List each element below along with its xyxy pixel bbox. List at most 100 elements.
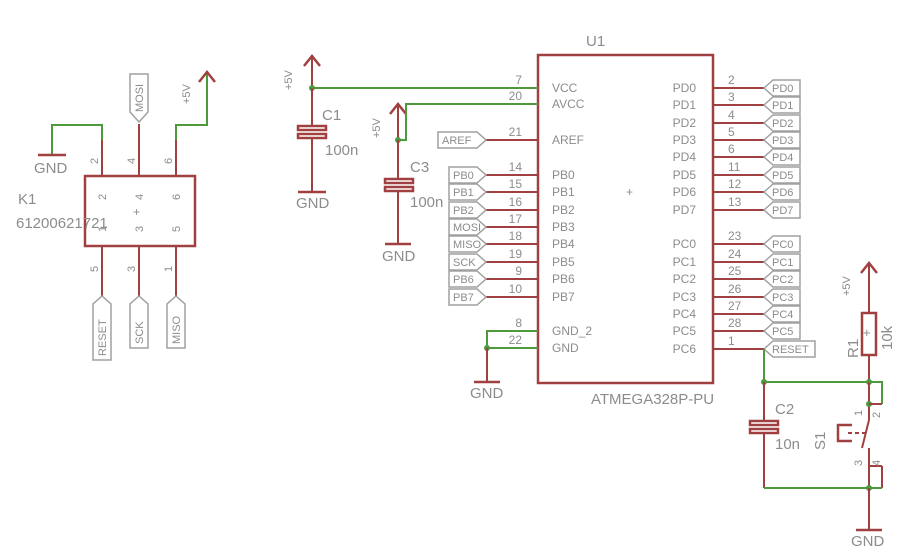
isp-name: K1 <box>18 191 36 208</box>
mcu-gnd-net: GND <box>470 330 538 402</box>
mcu-pin-name-pb7: PB7 <box>552 290 575 304</box>
net-label-pd6: PD6 <box>762 183 801 201</box>
mcu-pin-name-pd4: PD4 <box>673 150 697 164</box>
isp-inner-bottom-1: 1 <box>97 226 109 232</box>
mcu-pin-name-pb4: PB4 <box>552 237 575 251</box>
isp-inner-top-2: 2 <box>97 194 109 200</box>
svg-text:MOSI: MOSI <box>453 222 481 234</box>
svg-text:PD0: PD0 <box>772 83 793 95</box>
isp-inner-bottom-5: 5 <box>171 226 183 232</box>
svg-text:MOSI: MOSI <box>134 84 146 112</box>
c3-plate-bottom <box>383 185 415 193</box>
c1-value: 100n <box>325 142 358 159</box>
mcu-pin-num-12: 12 <box>728 177 742 191</box>
svg-text:PD7: PD7 <box>772 205 793 217</box>
right-net-labels: PD0PD1PD2PD3PD4PD5PD6PD7PC0PC1PC2PC3PC4P… <box>762 79 816 358</box>
net-label-pb2: PB2 <box>448 201 488 219</box>
mcu-pin-num-11: 11 <box>728 160 741 174</box>
mcu-u1: U1 ATMEGA328P-PU + 7VCC20AVCC21AREF14PB0… <box>486 33 764 408</box>
vcc-label-c1: +5V <box>283 69 295 90</box>
net-label-pb7: PB7 <box>448 288 488 306</box>
mcu-pin-name-pc2: PC2 <box>673 272 697 286</box>
c3-plate-top <box>383 177 415 185</box>
svg-text:RESET: RESET <box>97 319 109 356</box>
mcu-pin-name-pb0: PB0 <box>552 168 575 182</box>
mcu-pin-num-28: 28 <box>728 316 742 330</box>
reset-circuit: C2 10n +5V + R1 10k S1 1 2 3 4 GND <box>713 260 896 550</box>
svg-text:MISO: MISO <box>171 315 183 344</box>
mcu-body <box>536 53 715 385</box>
s1-pin-1: 1 <box>853 410 865 416</box>
mcu-pin-name-pc0: PC0 <box>673 237 697 251</box>
mcu-pin-num-14: 14 <box>509 160 523 174</box>
s1-name: S1 <box>812 432 829 450</box>
isp-label-mosi: MOSI <box>129 73 149 124</box>
isp-inner-top-6: 6 <box>171 194 183 200</box>
mcu-pin-num-5: 5 <box>728 125 735 139</box>
mcu-pin-num-13: 13 <box>728 195 742 209</box>
net-label-pb6: PB6 <box>448 270 488 288</box>
vcc-label-isp: +5V <box>181 83 193 104</box>
net-label-pc0: PC0 <box>762 235 801 253</box>
mcu-pin-name-pc3: PC3 <box>673 290 697 304</box>
avcc-net: +5V C3 100n GND <box>371 101 538 265</box>
mcu-pin-num-15: 15 <box>509 177 523 191</box>
net-label-pd0: PD0 <box>762 79 801 97</box>
svg-text:PC4: PC4 <box>772 309 793 321</box>
isp-pin-top-4: 4 <box>126 158 138 164</box>
net-label-pc1: PC1 <box>762 253 801 271</box>
svg-text:PC2: PC2 <box>772 274 793 286</box>
c3-value: 100n <box>410 194 443 211</box>
svg-text:PB6: PB6 <box>453 274 474 286</box>
mcu-pin-num-19: 19 <box>509 247 523 261</box>
net-label-sck: SCK <box>448 253 488 271</box>
mcu-value: ATMEGA328P-PU <box>591 391 714 408</box>
svg-text:PB0: PB0 <box>453 170 474 182</box>
mcu-pin-name-aref: AREF <box>552 133 584 147</box>
mcu-pin-num-25: 25 <box>728 264 742 278</box>
mcu-pin-num-20: 20 <box>509 89 523 103</box>
c2-name: C2 <box>775 401 794 418</box>
mcu-pin-name-gnd: GND <box>552 341 579 355</box>
net-label-pd7: PD7 <box>762 201 801 219</box>
mcu-pin-num-8: 8 <box>515 316 522 330</box>
s1-actuator <box>836 423 852 443</box>
net-label-pd2: PD2 <box>762 114 801 132</box>
mcu-pin-name-pc1: PC1 <box>673 255 697 269</box>
mcu-pin-num-17: 17 <box>509 212 523 226</box>
mcu-gnd-label: GND <box>470 385 504 402</box>
vcc-label-r1: +5V <box>841 275 853 296</box>
mcu-pin-name-pc5: PC5 <box>673 324 697 338</box>
net-label-pd5: PD5 <box>762 166 801 184</box>
net-label-pb0: PB0 <box>448 166 488 184</box>
s1-pin-2: 2 <box>871 412 883 418</box>
net-label-pc3: PC3 <box>762 288 801 306</box>
mcu-pin-num-1: 1 <box>728 334 735 348</box>
net-label-mosi: MOSI <box>448 218 488 236</box>
reset-gnd-label: GND <box>851 533 885 550</box>
svg-text:AREF: AREF <box>442 135 472 147</box>
mcu-pin-name-pb5: PB5 <box>552 255 575 269</box>
svg-text:PD6: PD6 <box>772 187 793 199</box>
isp-pin-top-2: 2 <box>89 158 101 164</box>
mcu-pin-num-22: 22 <box>509 333 523 347</box>
mcu-pin-num-26: 26 <box>728 282 742 296</box>
net-label-pc2: PC2 <box>762 270 801 288</box>
mcu-pin-num-2: 2 <box>728 73 735 87</box>
net-label-pd4: PD4 <box>762 148 801 166</box>
c2-plate-top <box>748 419 780 427</box>
c1-plate-top <box>296 124 328 132</box>
mcu-pin-name-pc6: PC6 <box>673 342 697 356</box>
isp-label-miso: MISO <box>166 294 186 349</box>
isp-label-reset: RESET <box>92 294 112 361</box>
svg-text:PD2: PD2 <box>772 118 793 130</box>
svg-text:PC0: PC0 <box>772 239 793 251</box>
mcu-pin-num-7: 7 <box>515 73 522 87</box>
isp-gnd-label: GND <box>34 160 68 177</box>
mcu-pin-name-pb6: PB6 <box>552 272 575 286</box>
vcc-net: +5V C1 100n GND <box>283 53 538 212</box>
svg-text:PB2: PB2 <box>453 205 474 217</box>
